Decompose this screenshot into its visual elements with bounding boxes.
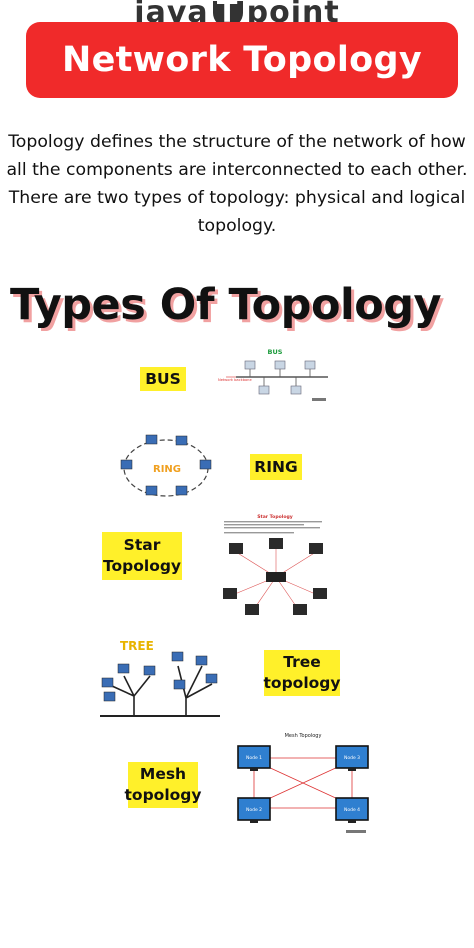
- bus-pc-2: [274, 360, 286, 377]
- star-tag-label: Star Topology: [102, 536, 182, 575]
- tree-diagram-label: TREE: [120, 639, 154, 653]
- ring-diagram-svg: RING: [120, 434, 212, 497]
- bus-watermark: [312, 398, 326, 401]
- star-pc-4: [223, 588, 237, 599]
- ring-tag-label: RING: [254, 457, 298, 476]
- tree-tag-label: Tree topology: [263, 653, 341, 692]
- mesh-node-2-label: Node 2: [246, 807, 262, 813]
- ring-diagram: RING: [116, 430, 216, 502]
- ring-pc-6: [175, 485, 188, 496]
- section-title: Types Of Topology: [10, 280, 442, 330]
- logo-java: java: [134, 0, 209, 26]
- bus-tag-label: BUS: [145, 369, 181, 388]
- bus-pc-5: [290, 377, 302, 395]
- star-pc-1: [229, 543, 243, 554]
- star-pcs: [223, 538, 327, 615]
- tree-pc-1: [117, 663, 130, 674]
- page-title: Network Topology: [62, 40, 422, 80]
- mesh-tag: Mesh topology: [125, 762, 201, 808]
- mesh-node-3: Node 3: [335, 745, 369, 769]
- tree-pc-5: [195, 655, 208, 666]
- tree-tag: Tree topology: [264, 650, 340, 696]
- bus-diagram-svg: BUS Network backbone: [218, 348, 328, 401]
- ring-pc-5: [145, 485, 158, 496]
- mesh-node-4-label: Node 4: [344, 807, 360, 813]
- star-diagram-svg: Star Topology: [223, 514, 327, 615]
- ring-pc-1: [145, 434, 158, 445]
- tree-pc-8: [173, 679, 186, 690]
- star-pc-6: [245, 604, 259, 615]
- tree-diagram-svg: TREE: [100, 639, 220, 717]
- mesh-node-2: Node 2: [237, 797, 271, 821]
- tree-pc-2: [143, 665, 156, 676]
- logo-t-mark: T: [212, 0, 243, 26]
- tree-pcs: [101, 651, 218, 702]
- mesh-diagram: Mesh Topology Node 1 Node 3 Node 2 Node …: [230, 730, 376, 840]
- bus-diagram-title: BUS: [268, 348, 283, 356]
- tree-pc-7: [103, 691, 116, 702]
- ring-pc-3: [120, 459, 133, 470]
- ring-pc-2: [175, 435, 188, 446]
- bus-pc-3: [304, 360, 316, 377]
- star-tag: Star Topology: [102, 532, 182, 580]
- bus-pc-1: [244, 360, 256, 377]
- star-description-lines: [224, 521, 322, 534]
- mesh-stands: [250, 768, 356, 823]
- star-diagram: Star Topology: [216, 512, 334, 624]
- ring-pc-4: [199, 459, 212, 470]
- mesh-diagram-title: Mesh Topology: [285, 733, 322, 739]
- star-pc-2: [269, 538, 283, 549]
- mesh-watermark: [346, 830, 366, 833]
- ring-pcs: [120, 434, 212, 496]
- intro-paragraph: Topology defines the structure of the ne…: [6, 132, 468, 236]
- title-banner: Network Topology: [26, 22, 458, 98]
- tree-pc-4: [171, 651, 184, 662]
- mesh-links: [253, 757, 353, 809]
- bus-diagram: BUS Network backbone: [216, 345, 334, 405]
- mesh-node-4: Node 4: [335, 797, 369, 821]
- logo-point: point: [246, 0, 340, 26]
- mesh-diagram-svg: Mesh Topology Node 1 Node 3 Node 2 Node …: [237, 733, 369, 833]
- bus-tag: BUS: [140, 367, 186, 391]
- tree-pc-6: [205, 673, 218, 684]
- tree-branches: [111, 665, 213, 716]
- mesh-node-1: Node 1: [237, 745, 271, 769]
- star-pc-5: [313, 588, 327, 599]
- tree-diagram: TREE: [94, 636, 226, 722]
- mesh-node-3-label: Node 3: [344, 755, 360, 761]
- ring-tag: RING: [250, 454, 302, 480]
- star-pc-3: [309, 543, 323, 554]
- mesh-node-1-label: Node 1: [246, 755, 262, 761]
- ring-diagram-label: RING: [153, 464, 181, 475]
- bus-backbone-label: Network backbone: [218, 378, 252, 382]
- star-hub: [266, 572, 286, 582]
- star-pc-7: [293, 604, 307, 615]
- bus-pc-4: [258, 377, 270, 395]
- star-diagram-title: Star Topology: [257, 514, 293, 520]
- mesh-tag-label: Mesh topology: [124, 765, 202, 804]
- tree-pc-3: [101, 677, 114, 688]
